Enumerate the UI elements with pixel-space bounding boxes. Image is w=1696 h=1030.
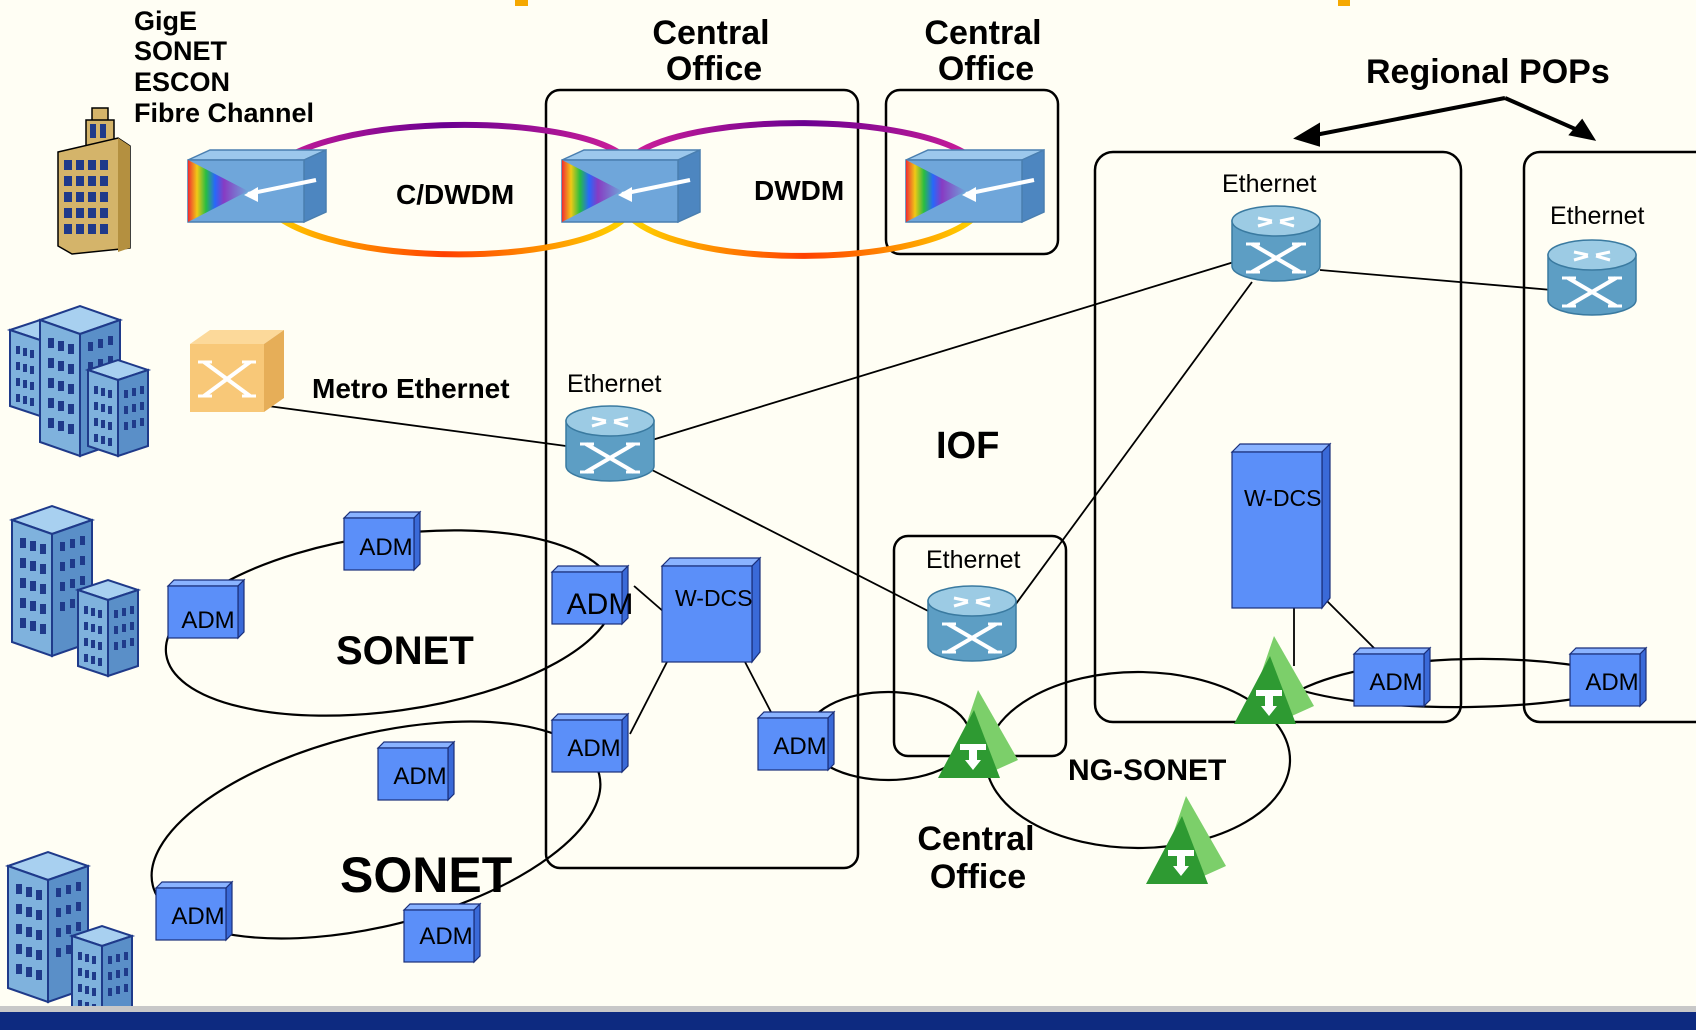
wdcs-label: W-DCS — [675, 585, 753, 611]
ethernet-label: Ethernet — [567, 370, 662, 398]
adm-label: ADM — [393, 763, 446, 790]
ethernet-label: Ethernet — [1550, 202, 1645, 230]
ethernet-links — [267, 261, 1553, 735]
enterprise-building-1 — [57, 107, 131, 255]
protocol-label: ESCON — [134, 67, 230, 97]
protocol-label: SONET — [134, 36, 228, 66]
adm-label: ADM — [419, 923, 472, 950]
regional-pops-label: Regional POPs — [1366, 53, 1610, 91]
adm-label: ADM — [1585, 669, 1638, 696]
ng-sonet-device-pop1[interactable] — [1234, 636, 1314, 724]
dwdm-node-1[interactable] — [186, 148, 328, 224]
ethernet-router-pop2[interactable] — [1546, 238, 1638, 317]
footer-bar-accent — [0, 1006, 1696, 1012]
footer-bar — [0, 1012, 1696, 1030]
metro-ethernet-switch[interactable] — [190, 330, 284, 412]
ng-sonet-device-bottom[interactable] — [1146, 796, 1226, 884]
protocol-label: Fibre Channel — [134, 98, 314, 128]
wdcs-pop1[interactable] — [1230, 442, 1332, 610]
adm-label: ADM — [359, 534, 412, 561]
central-office-2-label: Office — [938, 50, 1034, 88]
wdcs-label: W-DCS — [1244, 485, 1322, 511]
adm-label: ADM — [773, 733, 826, 760]
adm-label: ADM — [567, 588, 634, 621]
central-office-2-label: Central — [924, 14, 1041, 52]
adm-label: ADM — [181, 607, 234, 634]
ethernet-router-pop1[interactable] — [1230, 204, 1322, 283]
sonet-ring-2 — [150, 720, 602, 940]
enterprise-building-3 — [11, 505, 139, 677]
ng-sonet-label: NG-SONET — [1068, 754, 1226, 787]
dwdm-ring — [625, 120, 983, 259]
dwdm-node-3[interactable] — [904, 148, 1046, 224]
dwdm-label: DWDM — [754, 175, 844, 206]
central-office-1-label: Central — [652, 14, 769, 52]
central-office-2-box — [884, 88, 1060, 256]
metro-ethernet-label: Metro Ethernet — [312, 373, 510, 404]
central-office-1-box — [544, 88, 860, 870]
client-protocols-list: GigE SONET ESCON Fibre Channel — [134, 6, 314, 128]
enterprise-building-2 — [9, 305, 149, 457]
regional-pops-arrows — [1293, 96, 1597, 147]
protocol-label: GigE — [134, 6, 197, 36]
ethernet-router-co3[interactable] — [926, 584, 1018, 663]
adm-label: ADM — [1369, 669, 1422, 696]
sonet-ring-1-label: SONET — [336, 629, 474, 673]
ethernet-label: Ethernet — [926, 546, 1021, 574]
iof-label: IOF — [936, 425, 999, 467]
title-fragment — [515, 0, 1350, 6]
central-office-3-label: Central — [917, 820, 1034, 858]
central-office-1-label: Office — [666, 50, 762, 88]
regional-pop-2-box — [1522, 150, 1696, 724]
ethernet-label: Ethernet — [1222, 170, 1317, 198]
adm-label: ADM — [567, 735, 620, 762]
enterprise-building-4 — [7, 851, 133, 1023]
cdwdm-label: C/DWDM — [396, 179, 514, 210]
central-office-3-label: Office — [930, 858, 1026, 896]
dwdm-node-2[interactable] — [560, 148, 702, 224]
ng-sonet-device-co3[interactable] — [938, 690, 1018, 778]
sonet-ring-2-label: SONET — [340, 847, 512, 903]
adm-label: ADM — [171, 903, 224, 930]
ethernet-router-co1[interactable] — [564, 404, 656, 483]
wdcs-co1[interactable] — [660, 556, 762, 664]
